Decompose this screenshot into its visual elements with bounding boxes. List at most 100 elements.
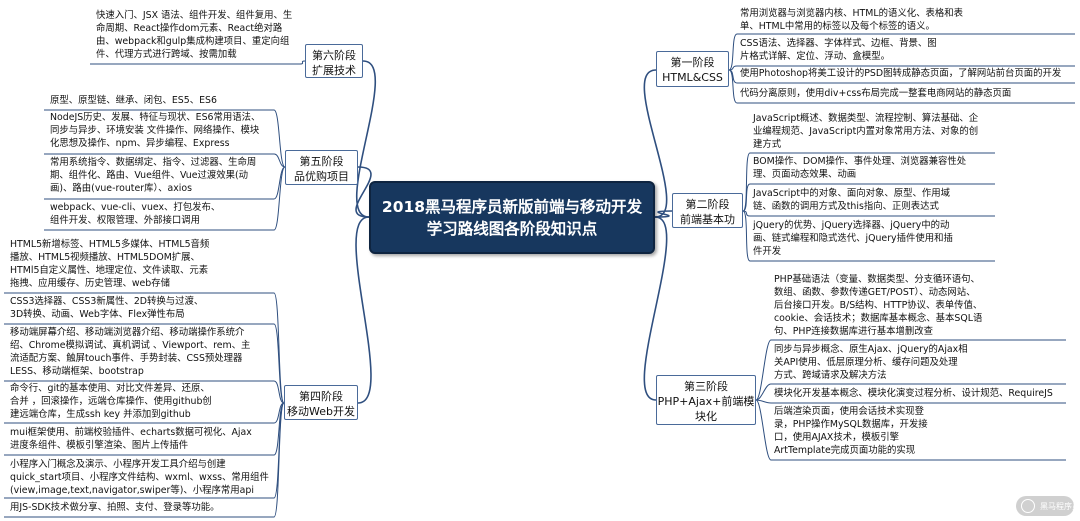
topic-item: 同步与异步概念、原生Ajax、jQuery的Ajax相关API使用、低层原理分析… bbox=[771, 342, 1066, 384]
stage-label-line: HTML&CSS bbox=[662, 71, 723, 84]
topic-item-line: 快速入门、JSX 语法、组件开发、组件复用、生 bbox=[96, 10, 293, 21]
topic-item-line: 后台接口开发。B/S结构、HTTP协议、表单传值、 bbox=[774, 300, 983, 311]
topic-item: 使用Photoshop将美工设计的PSD图转成静态页面，了解网站前台页面的开发 bbox=[737, 66, 1075, 83]
stage-node-2: 第二阶段前端基本功 bbox=[672, 193, 743, 228]
topic-item-line: CSS语法、选择器、字体样式、边框、背景、图 bbox=[740, 38, 937, 49]
topic-item-line: 化思想及操作、npm、异步编程、Express bbox=[50, 138, 230, 149]
stage-label-line: 品优购项目 bbox=[294, 170, 349, 183]
topic-item: HTML5新增标签、HTML5多媒体、HTML5音频播放、HTML5视频播放、H… bbox=[4, 237, 274, 293]
topic-item-line: 链、函数的调用方式及this指向、正则表达式 bbox=[753, 201, 939, 212]
topic-item: 命令行、git的基本使用、对比文件差异、还原、合并 ，回滚操作，远端仓库操作、使… bbox=[4, 381, 274, 423]
stage-label-line: 扩展技术 bbox=[312, 64, 356, 77]
topic-item: JavaScript概述、数据类型、流程控制、算法基础、企业编程规范、JavaS… bbox=[750, 111, 995, 153]
topic-item-line: 同步与异步概念、原生Ajax、jQuery的Ajax相 bbox=[774, 344, 968, 355]
topic-item-line: 使用Photoshop将美工设计的PSD图转成静态页面，了解网站前台页面的开发 bbox=[740, 68, 1062, 79]
topic-item-line: 代码分离原则，使用div+css布局完成一整套电商网站的静态页面 bbox=[740, 88, 1012, 99]
topic-item-line: PHP基础语法（变量、数据类型、分支循环语句、 bbox=[774, 274, 980, 285]
topic-item-line: HTMl5自定义属性、地理定位、文件读取、元素 bbox=[10, 265, 209, 276]
topic-item-line: 由、webpack和gulp集成构建项目、重定向组 bbox=[96, 36, 290, 47]
topic-item-line: cookie、会话技术；数据库基本概念、基本SQL语 bbox=[774, 313, 983, 324]
stage-node-4: 第四阶段移动Web开发 bbox=[284, 385, 358, 420]
stage-label-line: 第六阶段 bbox=[312, 49, 356, 62]
topic-item-line: 句、PHP连接数据库进行基本增删改查 bbox=[774, 326, 933, 337]
topic-item-line: 件、代理方式进行跨域、按需加载 bbox=[96, 49, 237, 60]
topic-item: 原型、原型链、继承、闭包、ES5、ES6 bbox=[44, 93, 274, 110]
stage-label-line: 第一阶段 bbox=[670, 56, 715, 69]
topic-item-line: 口，使用AJAX技术，模板引擎 bbox=[774, 432, 899, 443]
watermark: 黑马程序员 bbox=[1016, 496, 1080, 516]
topic-item-line: 流适配方案、触屏touch事件、手势封装、CSS预处理器 bbox=[10, 353, 243, 364]
topic-item-line: 后端渲染页面，使用会话技术实现登 bbox=[774, 406, 925, 417]
topic-item-line: 同步与异步、环境安装 文件操作、网络操作、模块 bbox=[50, 125, 260, 136]
stage-node-1: 第一阶段 HTML&CSS bbox=[656, 51, 729, 87]
topic-item-line: jQuery的优势、jQuery选择器、jQuery中的动 bbox=[753, 220, 950, 231]
topic-item: 常用系统指令、数据绑定、指令、过滤器、生命周期、组件化、路由、Vue组件、Vue… bbox=[44, 155, 274, 199]
stage-label-line: 第三阶段 bbox=[684, 380, 728, 393]
watermark-text: 黑马程序员 bbox=[1040, 502, 1080, 511]
topic-item-line: 绍、Chrome模拟调试、真机调试 、Viewport、rem、主 bbox=[10, 340, 251, 351]
topic-item-line: HTML5新增标签、HTML5多媒体、HTML5音频 bbox=[10, 239, 210, 250]
topic-item-line: 用JS-SDK技术做分享、拍照、支付、登录等功能。 bbox=[10, 502, 220, 513]
topic-item: JavaScript中的对象、面向对象、原型、作用域链、函数的调用方式及this… bbox=[750, 186, 995, 216]
topic-item-line: (view,image,text,navigator,swiper等)、小程序常… bbox=[10, 485, 254, 496]
topic-item: 代码分离原则，使用div+css布局完成一整套电商网站的静态页面 bbox=[737, 86, 1075, 103]
topic-item: BOM操作、DOM操作、事件处理、浏览器兼容性处理、页面动态效果、动画 bbox=[750, 154, 995, 184]
topic-item-line: 片格式详解、定位、浮动、盒模型。 bbox=[740, 51, 891, 62]
topic-item: PHP基础语法（变量、数据类型、分支循环语句、数组、函数、参数传递GET/POS… bbox=[771, 272, 1066, 340]
topic-item: webpack、vue-cli、vuex、打包发布、组件开发、权限管理、外部接口… bbox=[44, 200, 274, 230]
topic-item-line: 单、HTML中常用的标签以及每个标签的语义。 bbox=[740, 21, 935, 32]
topic-item-line: 期、组件化、路由、Vue组件、Vue过渡效果(动 bbox=[50, 170, 249, 181]
topic-item-line: 拖拽、应用缓存、历史管理、web存储 bbox=[10, 278, 171, 289]
topic-item: CSS3选择器、CSS3新属性、2D转换与过渡、3D转换、动画、Web字体、Fl… bbox=[4, 294, 274, 324]
topic-item-line: 组件开发、权限管理、外部接口调用 bbox=[50, 215, 201, 226]
logo-icon bbox=[1021, 499, 1035, 513]
topic-item-line: quick_start项目、小程序文件结构、wxml、wxss、常用组件 bbox=[10, 472, 269, 483]
topic-item-line: 移动端屏幕介绍、移动端浏览器介绍、移动端操作系统介 bbox=[10, 327, 245, 338]
topic-item: mui框架使用、前端校验插件、echarts数据可视化、Ajax 进度条组件、模板… bbox=[4, 425, 274, 455]
stage-label-line: 移动Web开发 bbox=[287, 405, 355, 418]
topic-item-line: mui框架使用、前端校验插件、echarts数据可视化、Ajax bbox=[10, 427, 252, 438]
topic-item: 移动端屏幕介绍、移动端浏览器介绍、移动端操作系统介绍、Chrome模拟调试、真机… bbox=[4, 325, 274, 381]
topic-item-line: 画、链式编程和隐式迭代、jQuery插件使用和插 bbox=[753, 233, 953, 244]
topic-item: CSS语法、选择器、字体样式、边框、背景、图片格式详解、定位、浮动、盒模型。 bbox=[737, 36, 1075, 66]
topic-item-line: 播放、HTML5视频播放、HTML5DOM扩展、 bbox=[10, 252, 200, 263]
stage-node-6: 第六阶段扩展技术 bbox=[305, 44, 363, 78]
stage-node-5: 第五阶段品优购项目 bbox=[285, 150, 358, 185]
topic-item-line: 关API使用、低层原理分析、缓存问题及处理 bbox=[774, 357, 958, 368]
topic-item: 模块化开发基本概念、模块化演变过程分析、设计规范、RequireJS bbox=[771, 386, 1066, 403]
topic-item: 快速入门、JSX 语法、组件开发、组件复用、生命周期、React操作dom元素、… bbox=[90, 8, 300, 64]
topic-item-line: BOM操作、DOM操作、事件处理、浏览器兼容性处 bbox=[753, 156, 967, 167]
topic-item-line: 进度条组件、模板引擎渲染、图片上传插件 bbox=[10, 440, 189, 451]
topic-item-line: LESS、移动端框架、bootstrap bbox=[10, 366, 144, 377]
topic-item-line: 模块化开发基本概念、模块化演变过程分析、设计规范、RequireJS bbox=[774, 388, 1053, 399]
topic-item-line: NodeJS历史、发展、特征与现状、ES6常用语法、 bbox=[50, 112, 261, 123]
topic-item-line: 件开发 bbox=[753, 246, 782, 257]
stage-label-line: 块化 bbox=[695, 410, 717, 423]
topic-item: NodeJS历史、发展、特征与现状、ES6常用语法、同步与异步、环境安装 文件操… bbox=[44, 110, 274, 154]
stage-label-line: 第二阶段 bbox=[685, 198, 730, 211]
topic-item: 后端渲染页面，使用会话技术实现登录，PHP操作MySQL数据库，开发接口，使用A… bbox=[771, 404, 1066, 460]
topic-item: jQuery的优势、jQuery选择器、jQuery中的动画、链式编程和隐式迭代… bbox=[750, 218, 995, 261]
topic-item-line: 理、页面动态效果、动画 bbox=[753, 169, 857, 180]
stage-label-line: PHP+Ajax+前端模 bbox=[657, 395, 755, 408]
topic-item-line: 数组、函数、参数传递GET/POST）、动态网站、 bbox=[774, 287, 976, 298]
topic-item-line: 原型、原型链、继承、闭包、ES5、ES6 bbox=[50, 95, 217, 106]
title-line-2: 学习路线图各阶段知识点 bbox=[426, 220, 598, 238]
topic-item-line: 合并 ，回滚操作，远端仓库操作、使用github创 bbox=[10, 396, 212, 407]
stage-label-line: 前端基本功 bbox=[680, 213, 735, 226]
stage-label-line: 第四阶段 bbox=[299, 390, 343, 403]
topic-item-line: 常用系统指令、数据绑定、指令、过滤器、生命周 bbox=[50, 157, 257, 168]
topic-item-line: 建远端仓库，生成ssh key 并添加到github bbox=[10, 409, 191, 420]
topic-item-line: 命周期、React操作dom元素、React绝对路 bbox=[96, 23, 283, 34]
topic-item-line: 业编程规范、JavaScript内置对象常用方法、对象的创 bbox=[753, 126, 979, 137]
stage-label-line: 第五阶段 bbox=[299, 155, 344, 168]
topic-item-line: 录，PHP操作MySQL数据库，开发接 bbox=[774, 419, 928, 430]
topic-item-line: 画)、路由(vue-router库）、axios bbox=[50, 183, 193, 194]
topic-item-line: JavaScript概述、数据类型、流程控制、算法基础、企 bbox=[753, 113, 979, 124]
topic-item: 用JS-SDK技术做分享、拍照、支付、登录等功能。 bbox=[4, 500, 274, 517]
central-topic: 2018黑马程序员新版前端与移动开发 学习路线图各阶段知识点 bbox=[369, 181, 655, 254]
topic-item-line: 方式、跨域请求及解决方法 bbox=[774, 370, 887, 381]
topic-item-line: CSS3选择器、CSS3新属性、2D转换与过渡、 bbox=[10, 296, 204, 307]
